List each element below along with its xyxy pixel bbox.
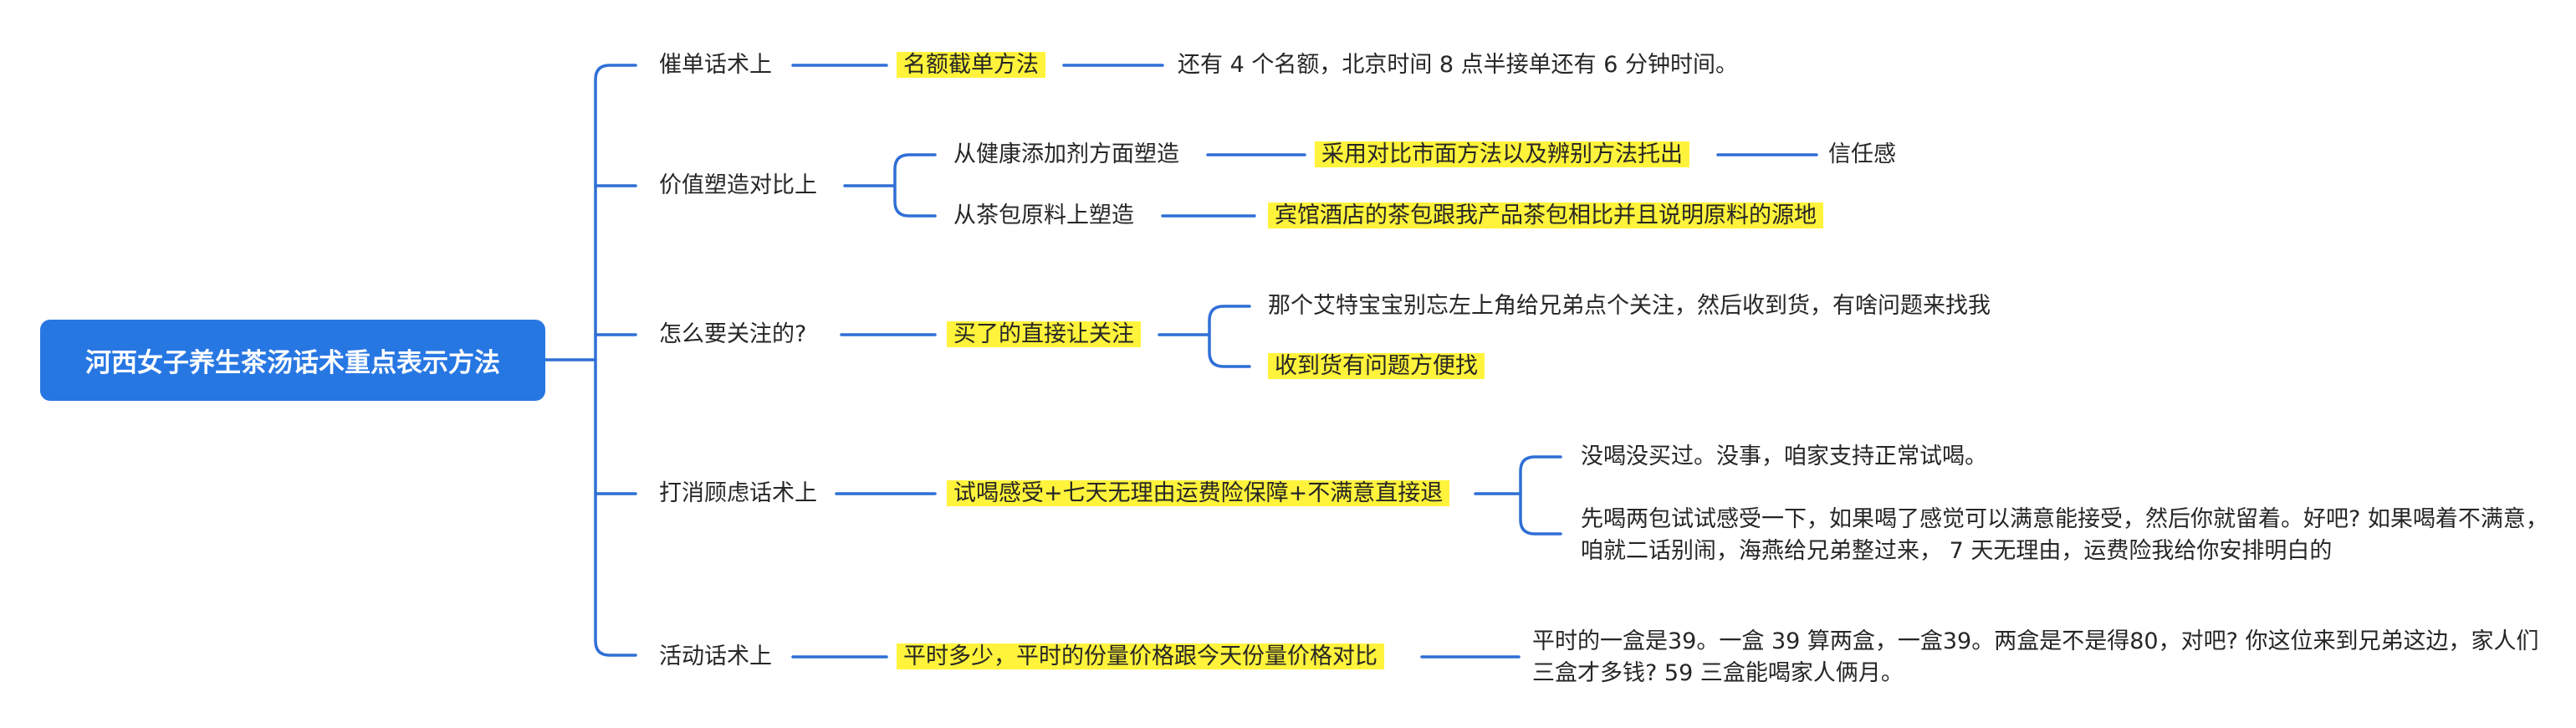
- doubt-method-text: 试喝感受+七天无理由运费险保障+不满意直接退: [947, 480, 1450, 506]
- value-health-result[interactable]: 信任感: [1828, 141, 1896, 167]
- root-topic[interactable]: 河西女子养生茶汤话术重点表示方法: [40, 320, 545, 401]
- promo-detail[interactable]: 平时的一盒是39。一盒 39 算两盒，一盒39。两盒是不是得80，对吧? 你这位…: [1532, 628, 2539, 686]
- branch-promo[interactable]: 活动话术上: [659, 643, 772, 669]
- value-teabag[interactable]: 从茶包原料上塑造: [953, 203, 1134, 228]
- connector-doubt-split: [1474, 455, 1562, 536]
- value-teabag-method-text: 宾馆酒店的茶包跟我产品茶包相比并且说明原料的源地: [1268, 203, 1823, 228]
- connector-main-spine: [594, 64, 637, 657]
- follow-method-text: 买了的直接让关注: [947, 321, 1141, 347]
- doubt-detail-2[interactable]: 先喝两包试试感受一下，如果喝了感觉可以满意能接受，然后你就留着。好吧? 如果喝着…: [1581, 506, 2548, 564]
- connector-follow-split: [1158, 305, 1251, 368]
- connector-value-split: [843, 153, 937, 218]
- follow-detail-2-text: 收到货有问题方便找: [1268, 353, 1485, 379]
- doubt-method[interactable]: 试喝感受+七天无理由运费险保障+不满意直接退: [947, 478, 1450, 510]
- promo-method[interactable]: 平时多少，平时的份量价格跟今天份量价格对比: [897, 641, 1384, 673]
- urge-method-text: 名额截单方法: [897, 52, 1045, 78]
- branch-follow[interactable]: 怎么要关注的?: [659, 321, 807, 347]
- urge-detail[interactable]: 还有 4 个名额，北京时间 8 点半接单还有 6 分钟时间。: [1178, 52, 1739, 78]
- doubt-detail-1[interactable]: 没喝没买过。没事，咱家支持正常试喝。: [1581, 443, 1987, 469]
- value-teabag-method[interactable]: 宾馆酒店的茶包跟我产品茶包相比并且说明原料的源地: [1268, 200, 1823, 232]
- branch-urge[interactable]: 催单话术上: [659, 52, 772, 78]
- branch-doubt[interactable]: 打消顾虑话术上: [659, 480, 817, 506]
- value-health[interactable]: 从健康添加剂方面塑造: [953, 141, 1179, 167]
- urge-method[interactable]: 名额截单方法: [897, 49, 1045, 81]
- value-health-method-text: 采用对比市面方法以及辨别方法托出: [1315, 141, 1689, 167]
- follow-detail-1[interactable]: 那个艾特宝宝别忘左上角给兄弟点个关注，然后收到货，有啥问题来找我: [1268, 293, 1991, 319]
- follow-method[interactable]: 买了的直接让关注: [947, 319, 1141, 351]
- branch-value[interactable]: 价值塑造对比上: [659, 172, 817, 198]
- value-health-method[interactable]: 采用对比市面方法以及辨别方法托出: [1315, 139, 1689, 171]
- promo-method-text: 平时多少，平时的份量价格跟今天份量价格对比: [897, 643, 1384, 669]
- follow-detail-2[interactable]: 收到货有问题方便找: [1268, 351, 1485, 382]
